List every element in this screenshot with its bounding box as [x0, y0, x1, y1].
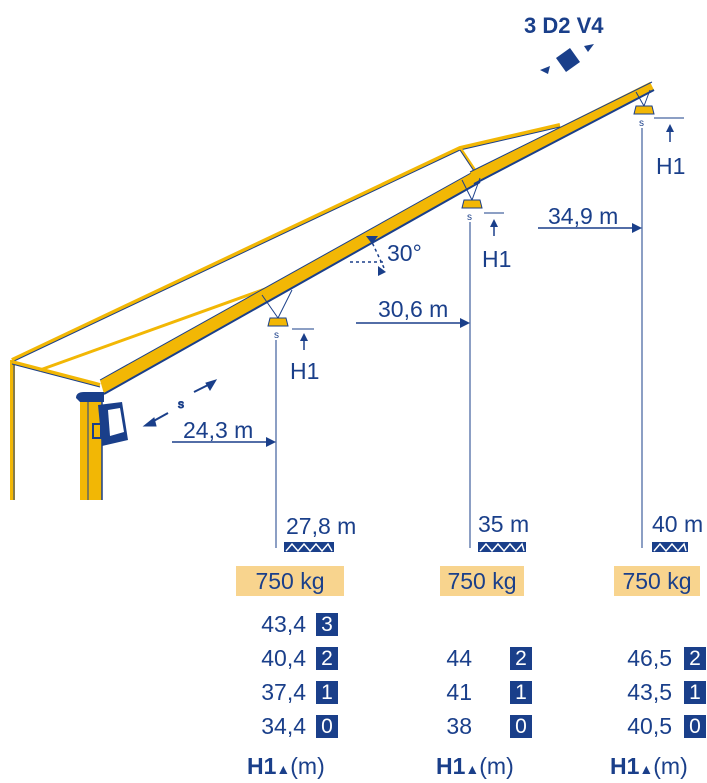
footer-h1-3: H1▲(m)	[610, 755, 688, 778]
angle-indicator	[350, 236, 386, 276]
jib-length-1: 27,8 m	[286, 513, 357, 539]
tower-step-badge: 2	[510, 647, 532, 670]
svg-text:s: s	[639, 118, 644, 129]
tower-step-badge: 1	[510, 681, 532, 704]
height-value: 40,5	[627, 713, 672, 739]
up-triangle-icon: ▲	[639, 761, 654, 777]
tower-step-badge: 0	[316, 715, 338, 738]
svg-text:s: s	[274, 330, 279, 341]
footer-unit: (m)	[290, 753, 325, 779]
jib-truss-icon-2	[478, 542, 526, 553]
jib-length-2: 35 m	[478, 511, 530, 537]
load-box-1: 750 kg	[236, 566, 344, 596]
luffing-jib	[469, 81, 655, 185]
tower-step-badge: 1	[684, 681, 706, 704]
height-value: 38	[446, 713, 472, 739]
height-value: 43,4	[261, 611, 306, 637]
luffing-symbol-icon	[540, 44, 594, 74]
radius-label-1: 24,3 m	[183, 417, 254, 443]
svg-text:s: s	[467, 212, 472, 223]
footer-h1-label: H1	[610, 753, 640, 779]
height-value: 41	[446, 679, 472, 705]
slew-arrows-icon: s	[142, 379, 218, 427]
footer-h1-1: H1▲(m)	[247, 755, 325, 778]
radius-arrow-3	[538, 223, 642, 233]
height-value: 43,5	[627, 679, 672, 705]
radius-arrow-2	[356, 318, 470, 328]
load-box-2: 750 kg	[440, 566, 524, 596]
angle-label: 30°	[387, 240, 422, 266]
radius-label-3: 34,9 m	[548, 203, 619, 229]
tower-step-badge: 3	[316, 613, 338, 636]
svg-text:s: s	[178, 397, 184, 411]
hook-3: s	[633, 89, 684, 548]
load-box-3: 750 kg	[614, 566, 700, 596]
height-value: 44	[446, 645, 472, 671]
jib-truss-icon-1	[284, 542, 334, 553]
tower-mast	[10, 360, 15, 500]
height-value: 40,4	[261, 645, 306, 671]
radius-arrow-1	[172, 437, 276, 447]
tower-step-badge: 2	[684, 647, 706, 670]
jib-tie-lines	[11, 123, 561, 388]
tower-step-badge: 1	[316, 681, 338, 704]
jib-length-3: 40 m	[652, 511, 704, 537]
radius-label-2: 30,6 m	[378, 296, 449, 322]
up-triangle-icon: ▲	[276, 761, 291, 777]
footer-unit: (m)	[653, 753, 688, 779]
main-jib	[99, 167, 481, 395]
footer-h1-label: H1	[247, 753, 277, 779]
up-triangle-icon: ▲	[465, 761, 480, 777]
h1-label-2: H1	[482, 246, 512, 272]
model-title: 3 D2 V4	[524, 13, 604, 38]
hook-1: s	[261, 289, 314, 548]
height-value: 46,5	[627, 645, 672, 671]
footer-h1-2: H1▲(m)	[436, 755, 514, 778]
tower-step-badge: 2	[316, 647, 338, 670]
hook-2: s	[461, 177, 504, 548]
tower-step-badge: 0	[510, 715, 532, 738]
height-value: 34,4	[261, 713, 306, 739]
tower-step-badge: 0	[684, 715, 706, 738]
cabin-icon	[92, 402, 128, 446]
footer-unit: (m)	[479, 753, 514, 779]
h1-label-1: H1	[290, 358, 320, 384]
h1-label-3: H1	[656, 153, 686, 179]
jib-truss-icon-3	[652, 542, 688, 553]
footer-h1-label: H1	[436, 753, 466, 779]
height-value: 37,4	[261, 679, 306, 705]
